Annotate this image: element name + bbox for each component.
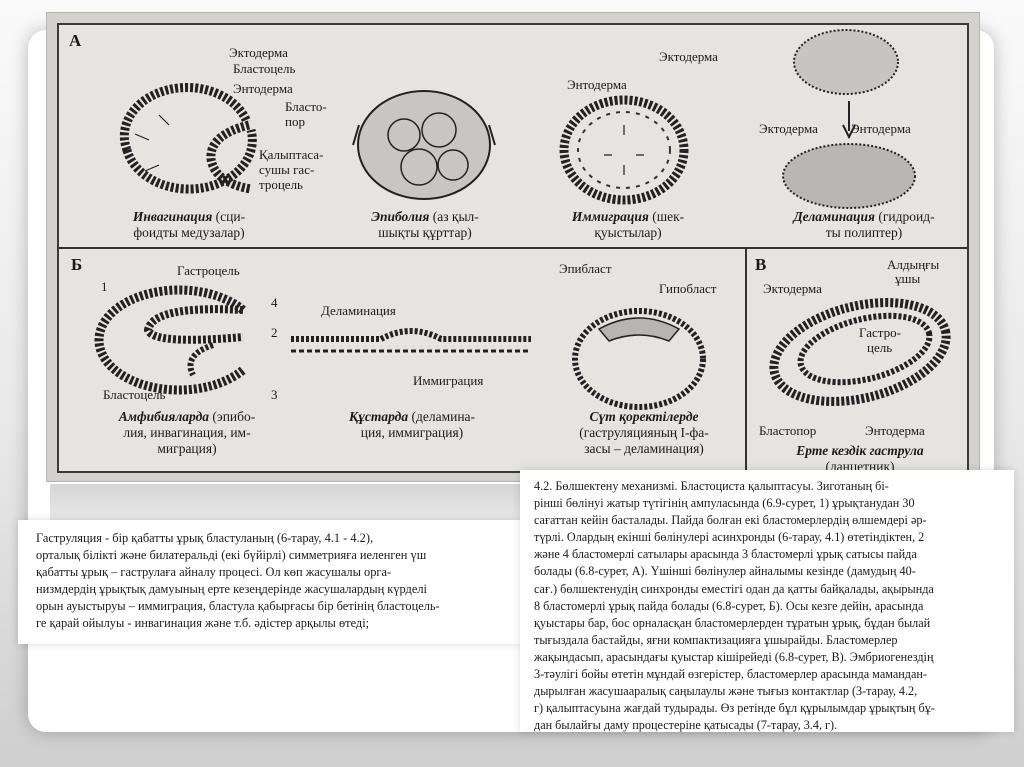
label-gastrocoel-forming-1: Қалыптаса- [259, 147, 324, 162]
delamination-arrow [842, 101, 856, 140]
immigration-diagram [559, 95, 689, 205]
text-line: сағ.) бөлшектенудің синхронды еместігі о… [534, 581, 934, 596]
caption-immigration: Иммиграция (шек- қуыстылар) [571, 209, 685, 240]
text-line: 4.2. Бөлшектену механизмі. Бластоциста қ… [534, 479, 889, 493]
divider-horizontal [59, 247, 967, 249]
text-line: ге қарай ойылуы - инвагинация және т.б. … [36, 616, 370, 630]
text-line: сағаттан кейін басталады. Пайда болған е… [534, 513, 927, 528]
label-anterior-1: Алдыңғы [887, 257, 940, 272]
label-gastrocoel-v2: цель [867, 340, 893, 355]
caption-amphibians: Амфибияларда (эпибо- лия, инвагинация, и… [118, 409, 256, 456]
text-line: низмдердің ұрықтық дамуының ерте кезеңде… [36, 582, 427, 596]
label-num-1: 1 [101, 279, 108, 294]
epiboly-diagram [352, 90, 496, 200]
text-line: және 4 бластомерлі сатылары арасында 3 б… [534, 547, 917, 562]
label-ectoderm-immigration: Эктодерма [659, 49, 718, 64]
label-endoderm-a: Энтодерма [233, 81, 293, 96]
label-immigration-birds: Иммиграция [413, 373, 484, 388]
text-line: тығыздала бастайды, яғни компактизацияға… [534, 632, 898, 647]
text-line: 8 бластомерлі ұрық пайда болады (6.8-сур… [534, 598, 924, 613]
text-line: рінші бөлінуі жатыр түтігінің ампуласынд… [534, 496, 915, 511]
figure-frame: А Б В Эктодерма Бластоцель Энтодерма Бла… [57, 23, 969, 474]
label-endoderm-immigration: Энтодерма [567, 77, 627, 92]
gastrulation-definition-text: Гаструляция - бір қабатты ұрық бластулан… [18, 520, 520, 644]
panel-letter-a: А [69, 31, 82, 50]
divider-vertical [745, 247, 747, 471]
amphibian-gastrula-diagram [94, 285, 246, 395]
panel-letter-v: В [755, 255, 767, 274]
label-gastrocoel-forming-2: сушы гас- [259, 162, 315, 177]
label-gastrocoel-b: Гастроцель [177, 263, 240, 278]
text-line: қуыстары бар, бос орналасқан бластомерле… [534, 615, 931, 630]
label-num-2: 2 [271, 325, 278, 340]
text-line: жақындасып, арасындағы қуыстар кішірейед… [534, 649, 934, 664]
caption-mammals: Сүт қоректілерде (гаструляцияның І-фа- з… [579, 409, 709, 456]
bird-blastoderm-diagram [291, 328, 531, 353]
label-gastrocoel-forming-3: троцель [259, 177, 303, 192]
caption-invagination: Инвагинация (сци- фоидты медузалар) [132, 209, 246, 240]
label-blastocoel-a: Бластоцель [233, 61, 296, 76]
label-ectoderm-a: Эктодерма [229, 45, 288, 60]
text-line: дырылған жасушааралық саңылаулы және тығ… [534, 684, 918, 699]
gastrulation-figure: А Б В Эктодерма Бластоцель Энтодерма Бла… [46, 12, 980, 482]
panel-letter-b: Б [71, 255, 83, 274]
label-blastopore-a1: Бласто- [285, 99, 327, 114]
text-line: г) қалыптасуына жағдай тудырады. Өз реті… [534, 701, 935, 716]
text-line: болады (6.8-сурет, А). Үшінші бөлінулер … [534, 564, 916, 579]
mammal-blastocyst-diagram [572, 308, 706, 410]
label-epiblast: Эпибласт [559, 261, 612, 276]
text-line: 3-тәулігі бойы өтетін мұндай өзгерістер,… [534, 667, 927, 682]
text-line: дан былайғы даму процестеріне қатысады (… [534, 718, 838, 733]
text-line: түрлі. Олардың екінші бөлінулері асинхро… [534, 530, 925, 545]
label-anterior-2: ұшы [895, 271, 921, 286]
text-line: орын ауыстыруы – иммиграция, бластула қа… [36, 599, 440, 613]
label-ectoderm-delamination: Эктодерма [759, 121, 818, 136]
text-line: қабатты ұрық – гаструлаға айналу процесі… [36, 565, 392, 579]
text-line: орталық білікті және билатеральді (екі б… [36, 548, 427, 562]
label-endoderm-delamination: Энтодерма [851, 121, 911, 136]
caption-epiboly: Эпиболия (аз қыл- шықты құрттар) [371, 209, 479, 240]
label-delamination-birds: Деламинация [321, 303, 396, 318]
label-gastrocoel-v1: Гастро- [859, 325, 901, 340]
cleavage-mechanism-text: 4.2. Бөлшектену механизмі. Бластоциста қ… [520, 470, 1014, 732]
label-num-3: 3 [271, 387, 278, 402]
invagination-diagram [119, 82, 257, 194]
label-hypoblast: Гипобласт [659, 281, 717, 296]
label-ectoderm-v: Эктодерма [763, 281, 822, 296]
caption-delamination: Деламинация (гидроид- ты полиптер) [793, 209, 935, 240]
label-blastopore-a2: пор [285, 114, 305, 129]
caption-birds: Құстарда (деламина- ция, иммиграция) [348, 409, 476, 440]
label-num-4: 4 [271, 295, 278, 310]
label-blastocoel-b: Бластоцель [103, 387, 166, 402]
label-endoderm-v: Энтодерма [865, 423, 925, 438]
delamination-top-diagram [793, 29, 899, 95]
text-line: Гаструляция - бір қабатты ұрық бластулан… [36, 531, 374, 545]
delamination-bottom-diagram [782, 143, 916, 209]
label-blastopore-v: Бластопор [759, 423, 817, 438]
lancelet-gastrula-diagram [769, 298, 951, 406]
